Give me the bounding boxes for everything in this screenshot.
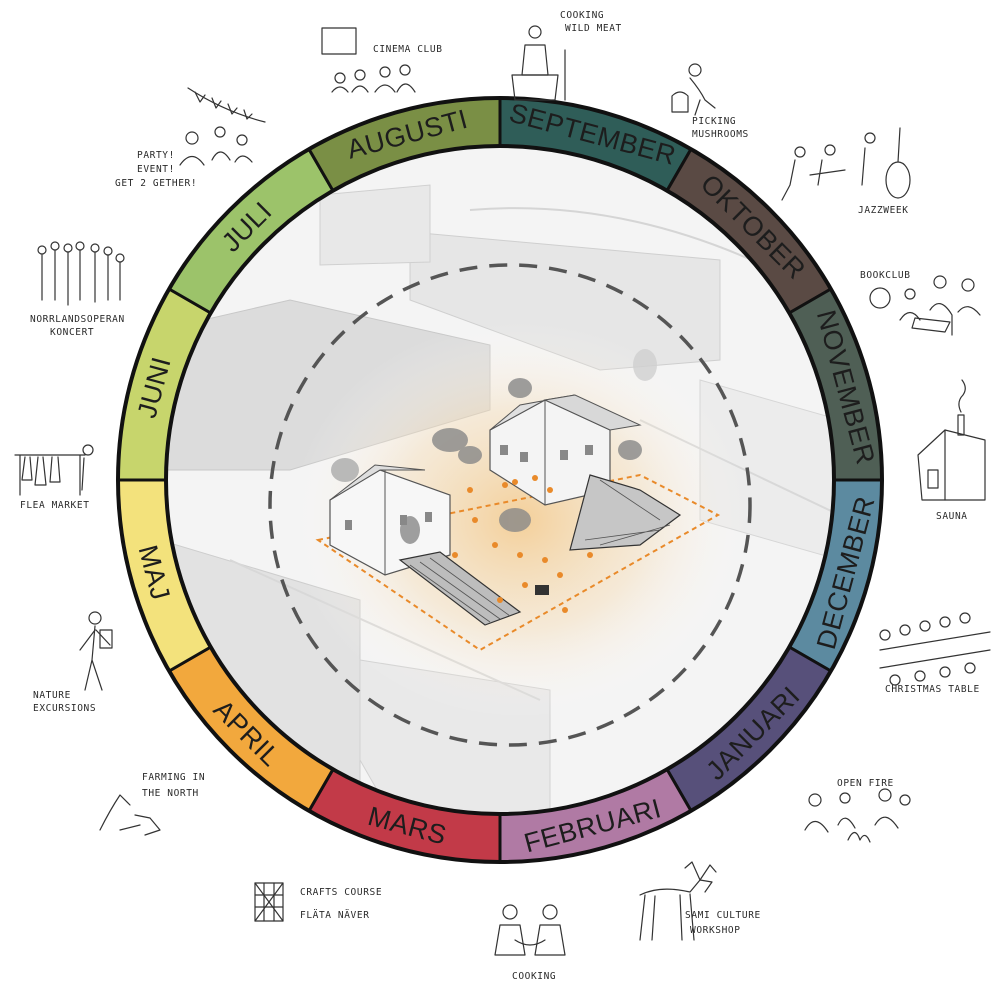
activity-label: GET 2 GETHER!	[115, 178, 197, 189]
activity-label: BOOKCLUB	[860, 270, 911, 281]
activity-label: COOKING	[560, 10, 604, 21]
site-plan	[166, 146, 834, 814]
activity-open-fire: OPEN FIRE	[804, 778, 911, 843]
activity-farming: FARMING IN THE NORTH	[99, 772, 205, 836]
activity-bookclub: BOOKCLUB	[860, 270, 981, 336]
activity-cooking-wild-meat: COOKING WILD MEAT	[511, 10, 622, 101]
dashed-radius	[268, 263, 752, 747]
activity-christmas-table: CHRISTMAS TABLE	[879, 612, 991, 695]
bookclub-sketch	[869, 275, 981, 336]
activity-label: FLEA MARKET	[20, 500, 90, 511]
activity-flea-market: FLEA MARKET	[14, 444, 94, 511]
greenhouse-south	[398, 551, 522, 626]
activity-sami-culture: SAMI CULTURE WORKSHOP	[639, 861, 761, 941]
open-fire-sketch	[804, 788, 911, 843]
activity-label: OPEN FIRE	[837, 778, 894, 789]
ring-inner-outline	[164, 144, 836, 816]
sauna-sketch	[917, 379, 986, 501]
trees	[331, 349, 657, 544]
activity-crafts: CRAFTS COURSE FLÄTA NÄVER	[254, 882, 382, 922]
activity-nature-excursions: NATURE EXCURSIONS	[33, 611, 113, 714]
activity-picking-mushrooms: PICKING MUSHROOMS	[671, 63, 749, 140]
activity-label: WILD MEAT	[565, 23, 622, 34]
nature-excursions-sketch	[79, 611, 113, 691]
activity-label: PICKING	[692, 116, 736, 127]
christmas-table-sketch	[879, 612, 991, 686]
activity-label: FLÄTA NÄVER	[300, 910, 370, 921]
cooking-wild-meat-sketch	[511, 25, 566, 101]
activity-label: COOKING	[512, 971, 556, 982]
party-sketch	[179, 87, 266, 166]
activity-label: NORRLANDSOPERAN	[30, 314, 125, 325]
activity-label: JAZZWEEK	[858, 205, 909, 216]
activity-label: EVENT!	[137, 164, 175, 175]
activity-party: PARTY! EVENT! GET 2 GETHER!	[115, 87, 266, 189]
west-house	[329, 464, 451, 576]
norrlandsoperan-sketch	[37, 241, 125, 306]
greenhouse-east	[569, 474, 682, 551]
activity-label: SAUNA	[936, 511, 968, 522]
activity-label: KONCERT	[50, 327, 94, 338]
activity-norrlandsoperan: NORRLANDSOPERAN KONCERT	[30, 241, 125, 338]
activity-label: PARTY!	[137, 150, 175, 161]
flea-market-sketch	[14, 444, 94, 496]
activity-label: FARMING IN	[142, 772, 205, 783]
activity-label: EXCURSIONS	[33, 703, 96, 714]
picking-mushrooms-sketch	[671, 63, 716, 116]
cinema-club-sketch	[321, 27, 416, 93]
jazzweek-sketch	[781, 127, 911, 201]
activity-cinema-club: CINEMA CLUB	[321, 27, 443, 93]
activity-label: WORKSHOP	[690, 925, 741, 936]
activity-label: SAMI CULTURE	[685, 910, 761, 921]
people-markers	[452, 475, 593, 613]
activity-label: CINEMA CLUB	[373, 44, 443, 55]
activity-label: CRAFTS COURSE	[300, 887, 382, 898]
activity-label: THE NORTH	[142, 788, 199, 799]
activity-sauna: SAUNA	[917, 379, 986, 522]
building-block-northwest	[319, 184, 431, 266]
activity-label: CHRISTMAS TABLE	[885, 684, 980, 695]
fire-pit	[535, 585, 549, 595]
crafts-basket-sketch	[254, 882, 284, 922]
activity-label: NATURE	[33, 690, 71, 701]
farming-sketch	[99, 794, 161, 836]
activity-label: MUSHROOMS	[692, 129, 749, 140]
activity-jazzweek: JAZZWEEK	[781, 127, 911, 216]
cooking-sketch	[494, 904, 566, 956]
activity-cooking: COOKING	[494, 904, 566, 982]
reindeer-sketch	[639, 861, 717, 941]
ring-outer-outline	[116, 96, 884, 864]
